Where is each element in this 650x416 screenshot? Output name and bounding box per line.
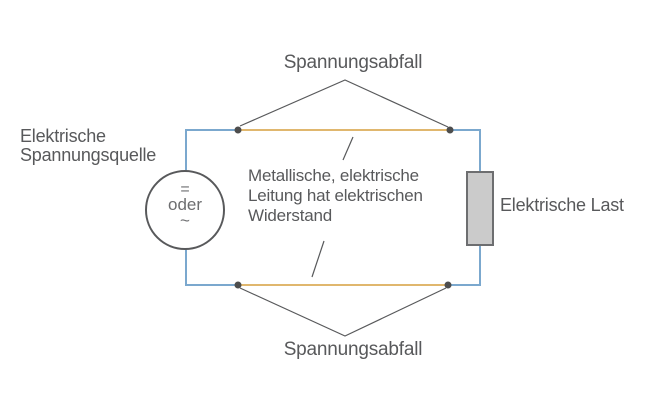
wire-bottom-left: [185, 249, 240, 286]
oder-text: oder: [167, 195, 203, 214]
wire-top-left: [185, 129, 240, 171]
label-electrical-load: Elektrische Last: [500, 195, 624, 215]
label-wire-resistance: Metallische, elektrische Leitung hat ele…: [248, 166, 423, 226]
label-wire-resistance-line3: Widerstand: [248, 206, 332, 225]
label-voltage-source-line2: Spannungsquelle: [20, 145, 157, 165]
label-wire-resistance-line1: Metallische, elektrische: [248, 166, 419, 185]
leader-resistance-top: [342, 136, 354, 161]
junction-dot-top-left: [234, 126, 242, 134]
junction-dot-bottom-left: [234, 281, 242, 289]
junction-dot-bottom-right: [444, 281, 452, 289]
wire-bottom-right: [446, 244, 481, 286]
label-voltage-source-line1: Elektrische: [20, 126, 106, 146]
label-voltage-drop-bottom: Spannungsabfall: [283, 339, 423, 360]
leader-voltage-drop-bottom: [239, 287, 447, 337]
label-wire-resistance-line2: Leitung hat elektrischen: [248, 186, 423, 205]
leader-resistance-bottom: [311, 240, 325, 278]
leader-voltage-drop-top: [239, 79, 449, 128]
dc-symbol: =: [180, 181, 190, 198]
label-voltage-source: Elektrische Spannungsquelle: [20, 127, 156, 165]
label-voltage-drop-top: Spannungsabfall: [283, 52, 423, 73]
ac-symbol: ~: [180, 211, 190, 230]
voltage-source-circle: [145, 170, 225, 250]
load-rectangle: [466, 171, 494, 246]
source-symbol: = oder ~: [145, 181, 225, 230]
junction-dot-top-right: [446, 126, 454, 134]
wire-top-right: [448, 129, 481, 173]
